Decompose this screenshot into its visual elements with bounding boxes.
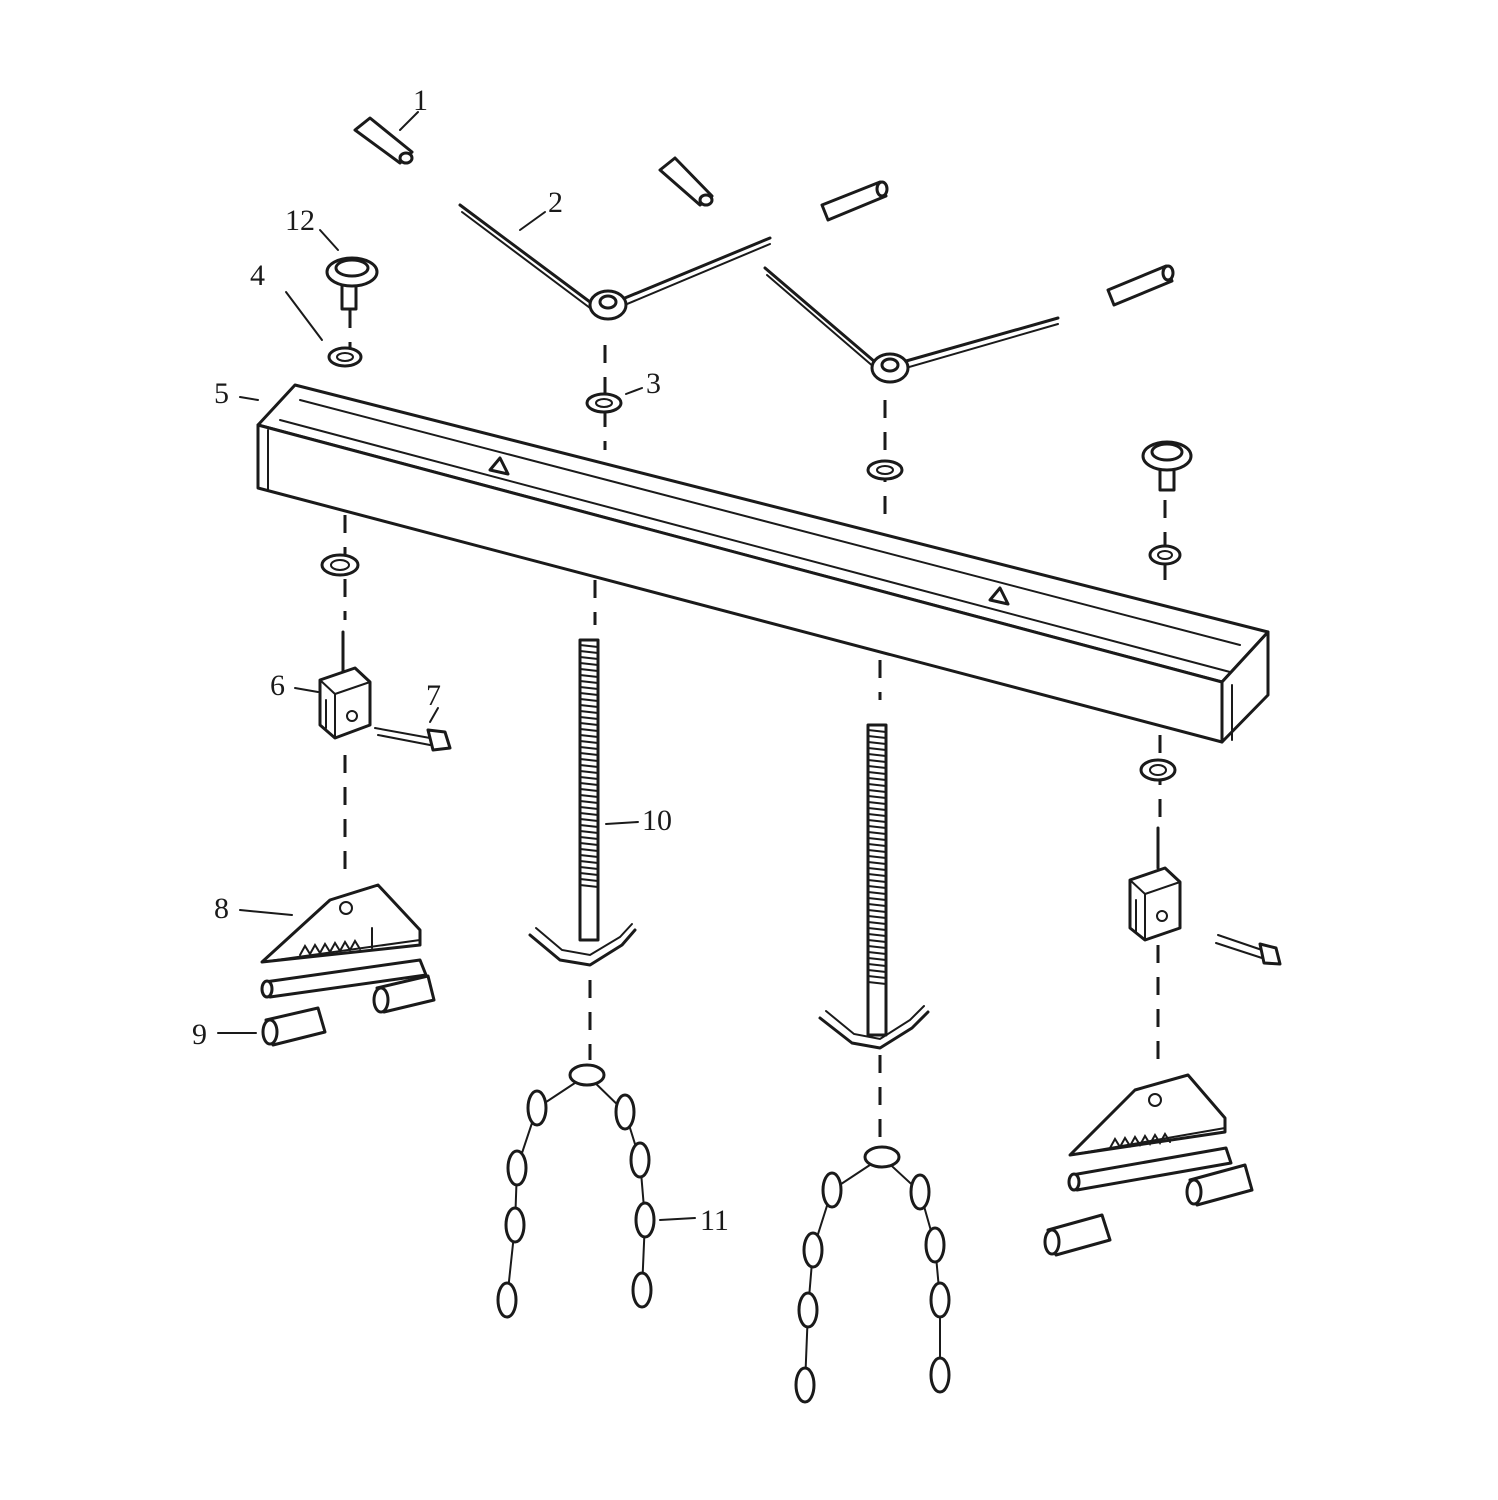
roller-rod bbox=[1067, 1146, 1233, 1192]
leader-lines bbox=[217, 111, 696, 1221]
main-beam bbox=[256, 383, 1270, 744]
assembly-axis-lines bbox=[343, 310, 1167, 1140]
bolt-7 bbox=[374, 727, 452, 752]
roller bbox=[1185, 1163, 1254, 1207]
spreader-arm-assembly-left bbox=[458, 203, 772, 321]
callout-6: 6 bbox=[270, 669, 285, 702]
callout-12: 12 bbox=[285, 204, 315, 237]
washer bbox=[1148, 544, 1182, 566]
washer-3 bbox=[585, 392, 623, 414]
spreader-arm-assembly-right bbox=[763, 266, 1060, 384]
knob bbox=[1141, 440, 1193, 492]
end-cap bbox=[820, 180, 889, 222]
end-cap bbox=[658, 156, 714, 207]
bolt bbox=[1215, 934, 1282, 966]
washer-4 bbox=[327, 346, 363, 368]
bead-chain bbox=[794, 1145, 951, 1404]
roller bbox=[1043, 1213, 1112, 1257]
roller-9 bbox=[261, 1006, 327, 1047]
callout-labels: 1 2 3 4 5 6 7 8 9 10 11 12 bbox=[192, 84, 729, 1237]
knob-12 bbox=[325, 256, 379, 311]
callout-5: 5 bbox=[214, 377, 229, 410]
washer bbox=[1139, 758, 1177, 782]
bead-chain-11 bbox=[496, 1063, 656, 1319]
clamp-block bbox=[1128, 826, 1182, 942]
threaded-hook-rod bbox=[818, 723, 930, 1050]
callout-3: 3 bbox=[646, 367, 661, 400]
callout-1: 1 bbox=[413, 84, 428, 117]
washer bbox=[320, 553, 360, 577]
threaded-hook-rod-10 bbox=[528, 638, 637, 967]
end-cap-1 bbox=[353, 116, 414, 165]
callout-9: 9 bbox=[192, 1018, 207, 1051]
clamp-block-6 bbox=[318, 630, 372, 740]
sawtooth-plate-8 bbox=[260, 883, 422, 964]
end-cap bbox=[1106, 264, 1175, 307]
roller bbox=[372, 974, 436, 1014]
callout-10: 10 bbox=[642, 804, 672, 837]
callout-7: 7 bbox=[426, 679, 441, 712]
callout-11: 11 bbox=[700, 1204, 729, 1237]
callout-2: 2 bbox=[548, 186, 563, 219]
callout-4: 4 bbox=[250, 259, 265, 292]
callout-8: 8 bbox=[214, 892, 229, 925]
washer bbox=[866, 459, 904, 481]
sawtooth-plate bbox=[1068, 1073, 1227, 1157]
